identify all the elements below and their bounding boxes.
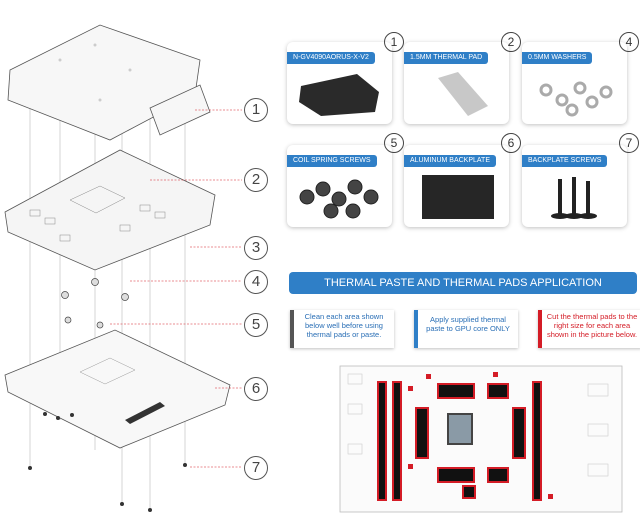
thermal-pad-image <box>438 72 488 116</box>
spring-screws-image <box>299 179 379 219</box>
card-label: 1.5MM THERMAL PAD <box>404 52 489 64</box>
note-pads: Cut the thermal pads to the right size f… <box>538 310 640 348</box>
backplate-image <box>422 175 494 219</box>
backplate-part <box>4 329 231 449</box>
card-number: 4 <box>619 32 639 52</box>
gpu-pcb-part <box>4 149 216 271</box>
card-number: 5 <box>384 133 404 153</box>
card-waterblock: N-GV4090AORUS-X-V2 <box>287 42 392 124</box>
pcb-pad-layout <box>339 365 623 513</box>
card-number: 1 <box>384 32 404 52</box>
card-label: BACKPLATE SCREWS <box>522 155 608 167</box>
note-text: Apply supplied thermal paste to GPU core… <box>426 315 510 333</box>
card-number: 7 <box>619 133 639 153</box>
card-label: ALUMINUM BACKPLATE <box>404 155 496 167</box>
card-label: 0.5MM WASHERS <box>522 52 593 64</box>
backplate-screws-image <box>551 177 597 219</box>
callout-2: 2 <box>244 168 268 192</box>
callout-4: 4 <box>244 270 268 294</box>
callout-3: 3 <box>244 236 268 260</box>
card-backplate-screws: BACKPLATE SCREWS <box>522 145 627 227</box>
card-washers: 0.5MM WASHERS <box>522 42 627 124</box>
waterblock-part <box>7 24 211 141</box>
card-number: 2 <box>501 32 521 52</box>
callout-1: 1 <box>244 98 268 122</box>
note-text: Clean each area shown below well before … <box>304 312 384 339</box>
card-backplate: ALUMINUM BACKPLATE <box>404 145 509 227</box>
card-label: N-GV4090AORUS-X-V2 <box>287 52 375 64</box>
note-clean: Clean each area shown below well before … <box>290 310 394 348</box>
card-label: COIL SPRING SCREWS <box>287 155 377 167</box>
card-spring-screws: COIL SPRING SCREWS <box>287 145 392 227</box>
card-thermal-pad: 1.5MM THERMAL PAD <box>404 42 509 124</box>
gpu-core <box>447 413 473 445</box>
thermal-pad-areas <box>377 381 542 501</box>
note-paste: Apply supplied thermal paste to GPU core… <box>414 310 518 348</box>
callout-7: 7 <box>244 456 268 480</box>
washers-image <box>539 81 613 117</box>
spring-screws-part <box>61 278 129 329</box>
backplate-screws-part <box>28 412 187 512</box>
exploded-diagram <box>4 24 242 512</box>
card-number: 6 <box>501 133 521 153</box>
waterblock-image <box>299 74 379 116</box>
callout-6: 6 <box>244 377 268 401</box>
callout-5: 5 <box>244 313 268 337</box>
note-text: Cut the thermal pads to the right size f… <box>546 312 638 339</box>
application-banner: THERMAL PASTE AND THERMAL PADS APPLICATI… <box>289 272 637 294</box>
